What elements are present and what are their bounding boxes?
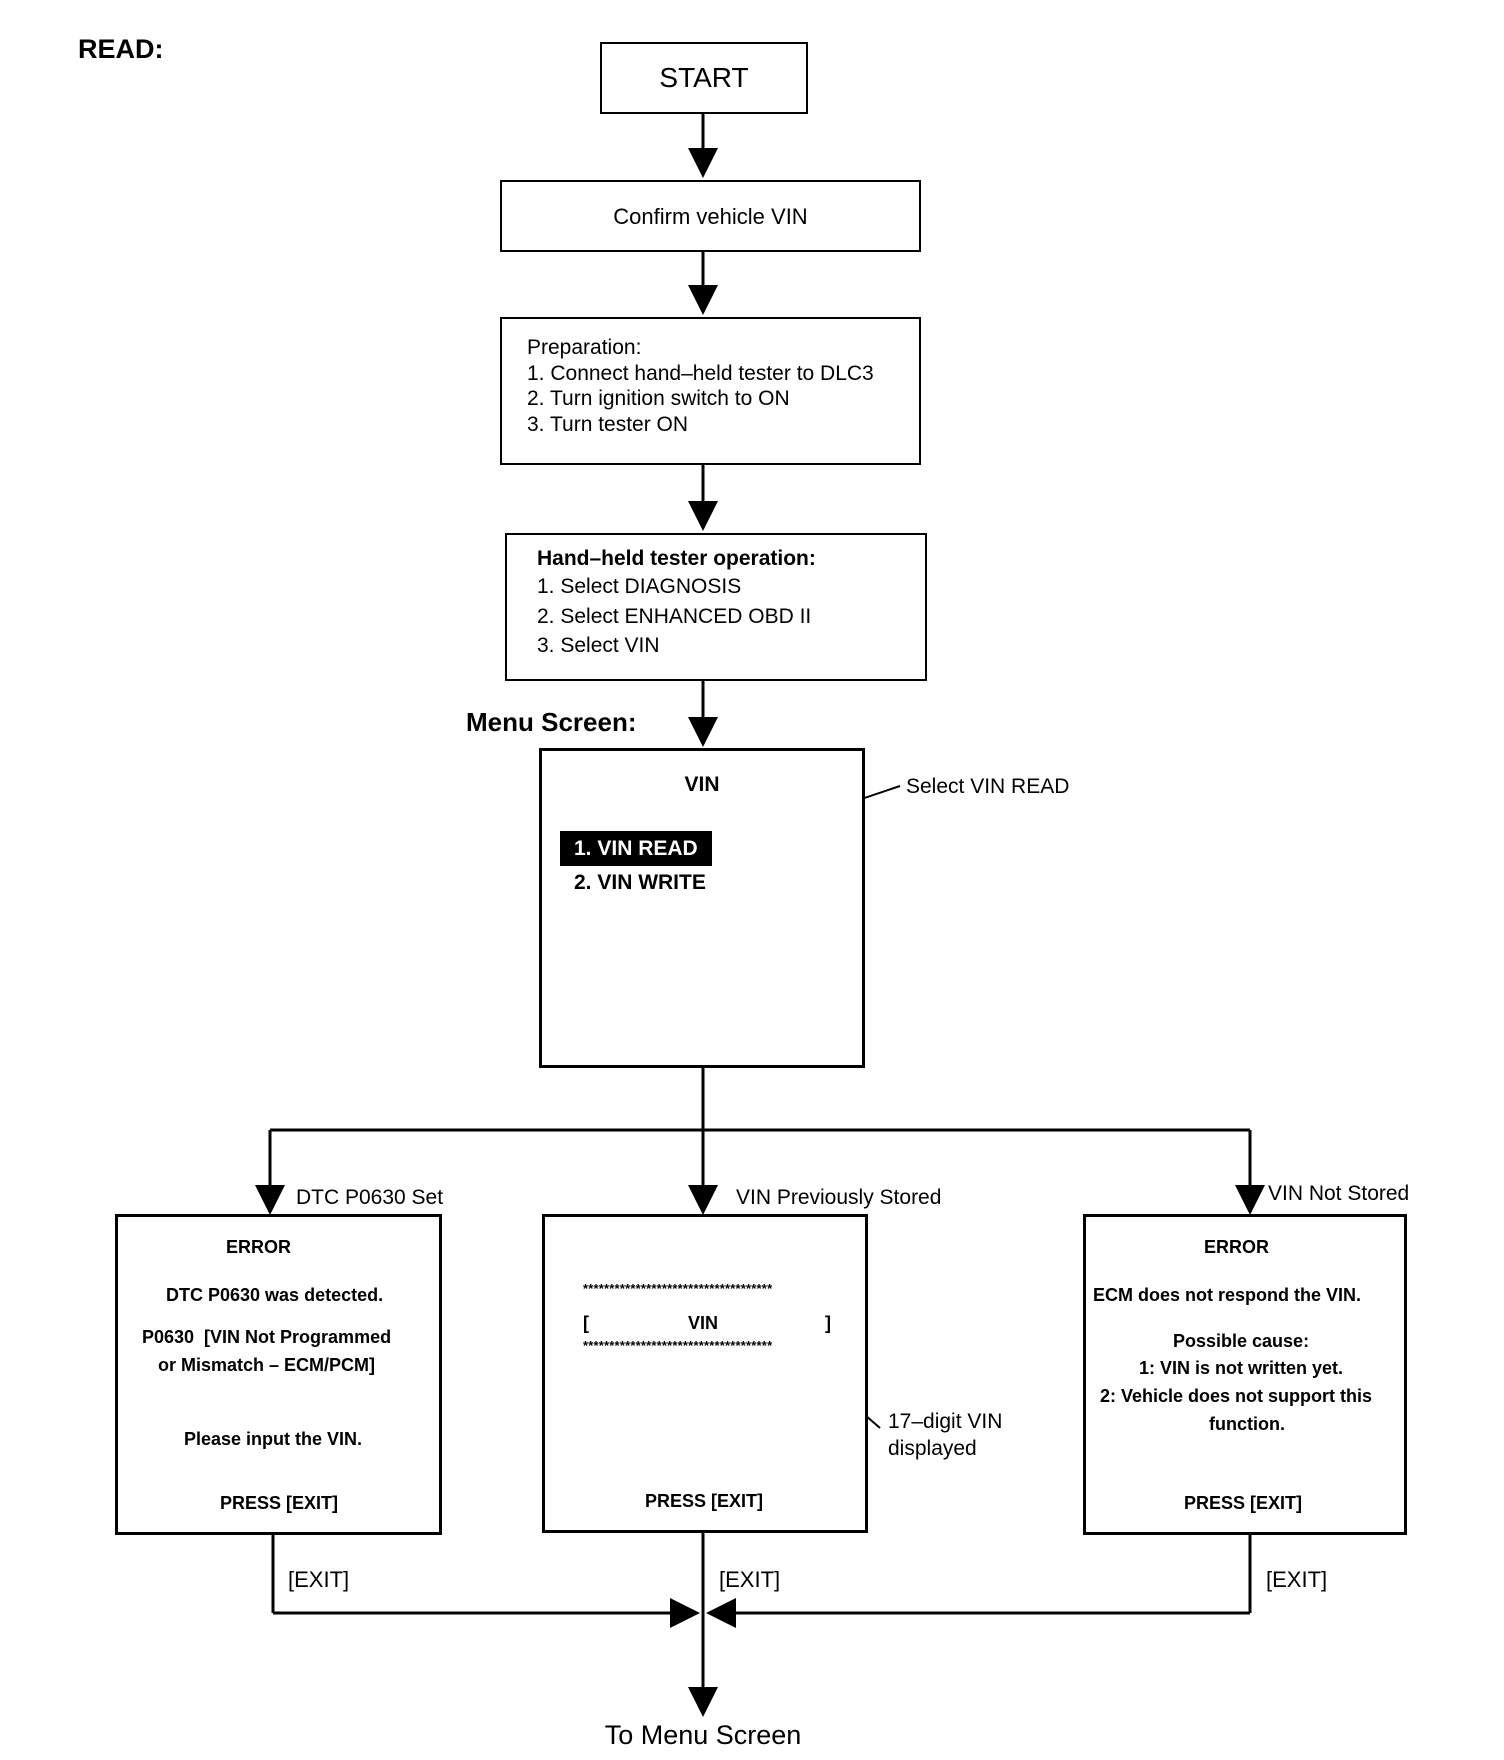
page-heading: READ: [78,34,164,64]
preparation-step-2: 2. Turn ignition switch to ON [527,387,790,410]
vin-stars-bottom: ************************************ [583,1338,773,1353]
error-title: ERROR [1204,1237,1270,1257]
error-cause-2: 2: Vehicle does not support this [1100,1386,1373,1406]
menu-screen-label: Menu Screen: [466,707,637,737]
exit-label-center: [EXIT] [719,1567,781,1592]
error-screen-dtc: ERROR DTC P0630 was detected. P0630 [VIN… [115,1214,442,1535]
error-dtc-detected: DTC P0630 was detected. [166,1285,384,1305]
error-dtc-description: or Mismatch – ECM/PCM] [158,1355,376,1375]
tester-operation-step-2: 2. Select ENHANCED OBD II [537,605,812,628]
tester-operation-step-1: 1. Select DIAGNOSIS [537,575,742,598]
start-label: START [659,62,749,93]
callout-17-digit-vin: 17–digit VIN [888,1410,1003,1433]
menu-title: VIN [684,773,720,796]
error-screen-not-stored: ERROR ECM does not respond the VIN. Poss… [1083,1214,1407,1535]
preparation-step-1: 1. Connect hand–held tester to DLC3 [527,362,874,385]
menu-screen: VIN 1. VIN READ 2. VIN WRITE [539,748,865,1068]
confirm-vin-node: Confirm vehicle VIN [500,180,921,252]
vin-field: VIN [688,1313,719,1333]
tester-operation-title: Hand–held tester operation: [537,547,816,570]
vin-bracket-close: ] [825,1313,831,1333]
exit-label-right: [EXIT] [1266,1567,1328,1592]
tester-operation-step-3: 3. Select VIN [537,634,660,657]
preparation-title: Preparation: [527,336,642,359]
exit-label-left: [EXIT] [288,1567,350,1592]
branch-label-vin-stored: VIN Previously Stored [736,1186,942,1209]
preparation-step-3: 3. Turn tester ON [527,413,689,436]
to-menu-screen-label: To Menu Screen [604,1720,802,1750]
error-input-vin: Please input the VIN. [184,1429,363,1449]
confirm-vin-label: Confirm vehicle VIN [613,204,808,229]
error-possible-cause: Possible cause: [1173,1331,1310,1351]
press-exit-center: PRESS [EXIT] [645,1491,764,1511]
callout-select-vin-read: Select VIN READ [906,775,1070,798]
branch-label-vin-not-stored: VIN Not Stored [1268,1182,1410,1205]
vin-stars-top: ************************************ [583,1281,773,1296]
error-ecm-no-response: ECM does not respond the VIN. [1093,1285,1362,1305]
vin-bracket-open: [ [583,1313,589,1333]
error-dtc-code: P0630 [VIN Not Programmed [142,1327,392,1347]
branch-label-dtc-set: DTC P0630 Set [296,1186,444,1209]
menu-item-vin-read[interactable]: 1. VIN READ [560,831,712,866]
press-exit-right: PRESS [EXIT] [1184,1493,1303,1513]
preparation-node: Preparation: 1. Connect hand–held tester… [500,317,921,465]
tester-operation-node: Hand–held tester operation: 1. Select DI… [505,533,927,681]
menu-item-vin-write[interactable]: 2. VIN WRITE [574,871,706,894]
callout-displayed: displayed [888,1437,977,1460]
error-cause-1: 1: VIN is not written yet. [1139,1358,1344,1378]
error-cause-2-cont: function. [1209,1414,1285,1434]
press-exit-left: PRESS [EXIT] [220,1493,339,1513]
error-title: ERROR [226,1237,292,1257]
start-node: START [600,42,808,114]
vin-display-screen: ************************************ [ V… [542,1214,868,1533]
